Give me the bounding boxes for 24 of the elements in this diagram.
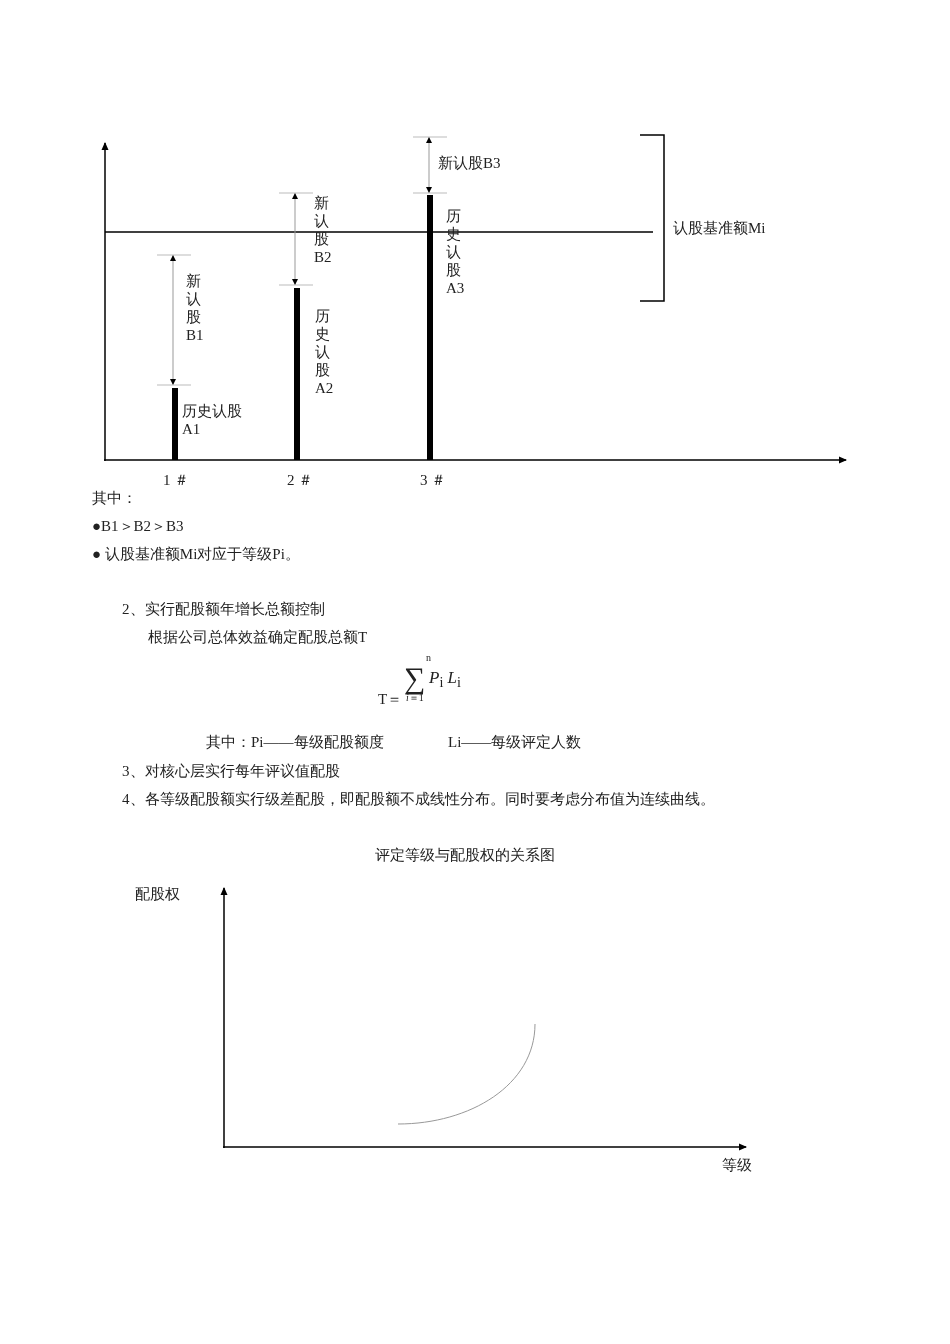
chart-title: 评定等级与配股权的关系图 — [375, 846, 555, 864]
formula-term: P$_{i}$ L$_{i}$ — [429, 668, 461, 693]
axis-label: 等级 — [722, 1156, 752, 1174]
bullet-item: ●B1＞B2＞B3 — [92, 517, 184, 535]
bullet-item: ● 认股基准额Mi对应于等级Pi。 — [92, 545, 300, 563]
note-heading: 其中： — [92, 489, 137, 507]
formula-text: T＝ — [378, 690, 403, 708]
dimension-label: 新认股B1 — [186, 272, 205, 344]
numbered-item: 3、对核心层实行每年评议值配股 — [122, 762, 340, 780]
numbered-item: 4、各等级配股额实行级差配股，即配股额不成线性分布。同时要考虑分布值为连续曲线。 — [122, 790, 715, 808]
formula-limit: n — [426, 652, 431, 664]
axis-tick-label: 3 ＃ — [420, 471, 447, 489]
dimension-label: 新认股B2 — [314, 194, 333, 266]
axis-tick-label: 1 ＃ — [163, 471, 190, 489]
paragraph: 根据公司总体效益确定配股总额T — [148, 628, 368, 646]
numbered-item: 2、实行配股额年增长总额控制 — [122, 600, 325, 618]
dimension-label: 新认股B3 — [438, 154, 501, 172]
axis-label: 配股权 — [135, 885, 180, 903]
bar-label: 历史认股A2 — [315, 307, 335, 397]
definition-text: Li——每级评定人数 — [448, 733, 582, 751]
bracket-label: 认股基准额Mi — [673, 219, 766, 237]
axis-tick-label: 2 ＃ — [287, 471, 314, 489]
definition-text: 其中：Pi——每级配股额度 — [206, 733, 384, 751]
bar-label: 历史认股A1 — [182, 402, 243, 438]
